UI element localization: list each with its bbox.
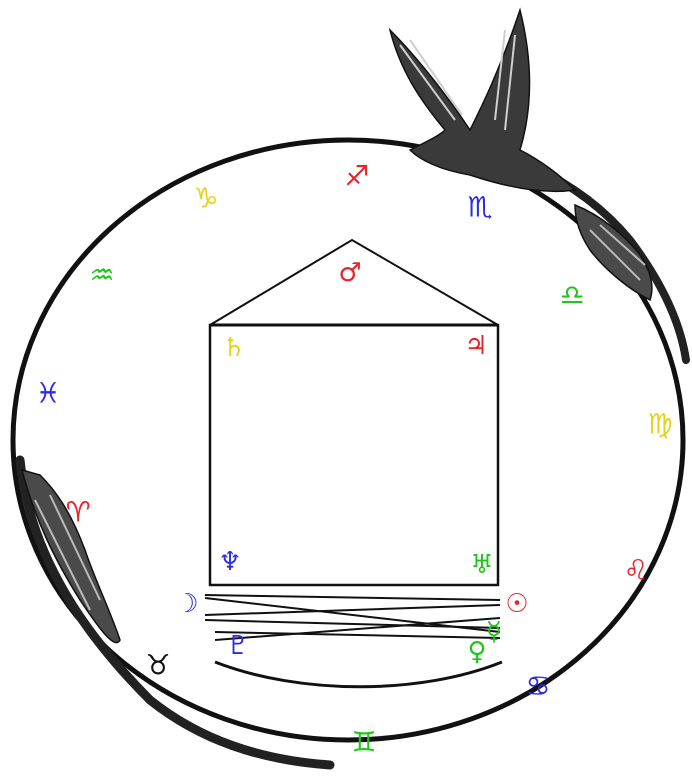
zodiac-gemini: ♊ <box>351 726 376 759</box>
zodiac-sagittarius: ♐ <box>344 160 369 193</box>
zodiac-taurus: ♉ <box>145 649 170 682</box>
bird-illustration <box>390 10 652 300</box>
planet-sun: ☉ <box>505 589 528 619</box>
zodiac-scorpio: ♏ <box>467 191 492 224</box>
planet-mars: ♂ <box>338 258 361 288</box>
house-figure <box>210 240 498 585</box>
zodiac-aries: ♈ <box>65 496 90 529</box>
planet-jupiter: ♃ <box>464 331 487 361</box>
zodiac-cancer: ♋ <box>525 670 550 703</box>
planet-moon: ☽ <box>175 589 198 619</box>
planet-saturn: ♄ <box>222 333 245 363</box>
zodiac-leo: ♌ <box>623 554 648 587</box>
zodiac-aquarius: ♒ <box>89 259 114 292</box>
planet-venus: ♀ <box>467 637 486 667</box>
house-body <box>210 325 498 585</box>
planet-pluto: ♇ <box>226 631 249 661</box>
zodiac-libra: ♎ <box>559 279 584 312</box>
bottom-arc <box>215 662 502 687</box>
planet-uranus: ♅ <box>470 550 493 580</box>
zodiac-virgo: ♍ <box>647 408 672 441</box>
planet-mercury: ☿ <box>486 617 502 647</box>
planet-neptune: ♆ <box>218 547 241 577</box>
zodiac-pisces: ♓ <box>35 377 60 410</box>
zodiac-capricorn: ♑ <box>193 182 218 215</box>
